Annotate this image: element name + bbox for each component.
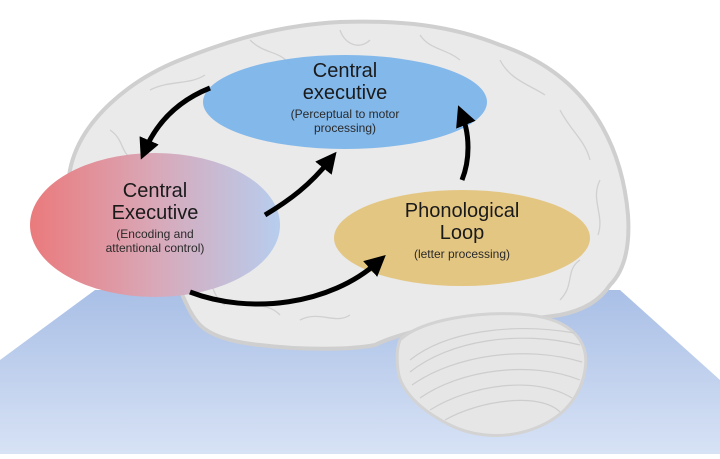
arrow-encoding-to-phonological xyxy=(189,254,386,307)
brain-sulci xyxy=(109,29,601,321)
node-central-executive-encoding xyxy=(30,153,280,297)
arrow-phonological-to-motor xyxy=(456,105,476,181)
arrow-encoding-to-motor xyxy=(263,151,337,218)
cerebellum-folds xyxy=(409,328,583,421)
node-central-executive-motor xyxy=(203,55,487,149)
arrow-motor-to-encoding xyxy=(139,85,211,160)
brain-cerebellum xyxy=(395,312,588,437)
node-phonological-loop xyxy=(334,190,590,286)
